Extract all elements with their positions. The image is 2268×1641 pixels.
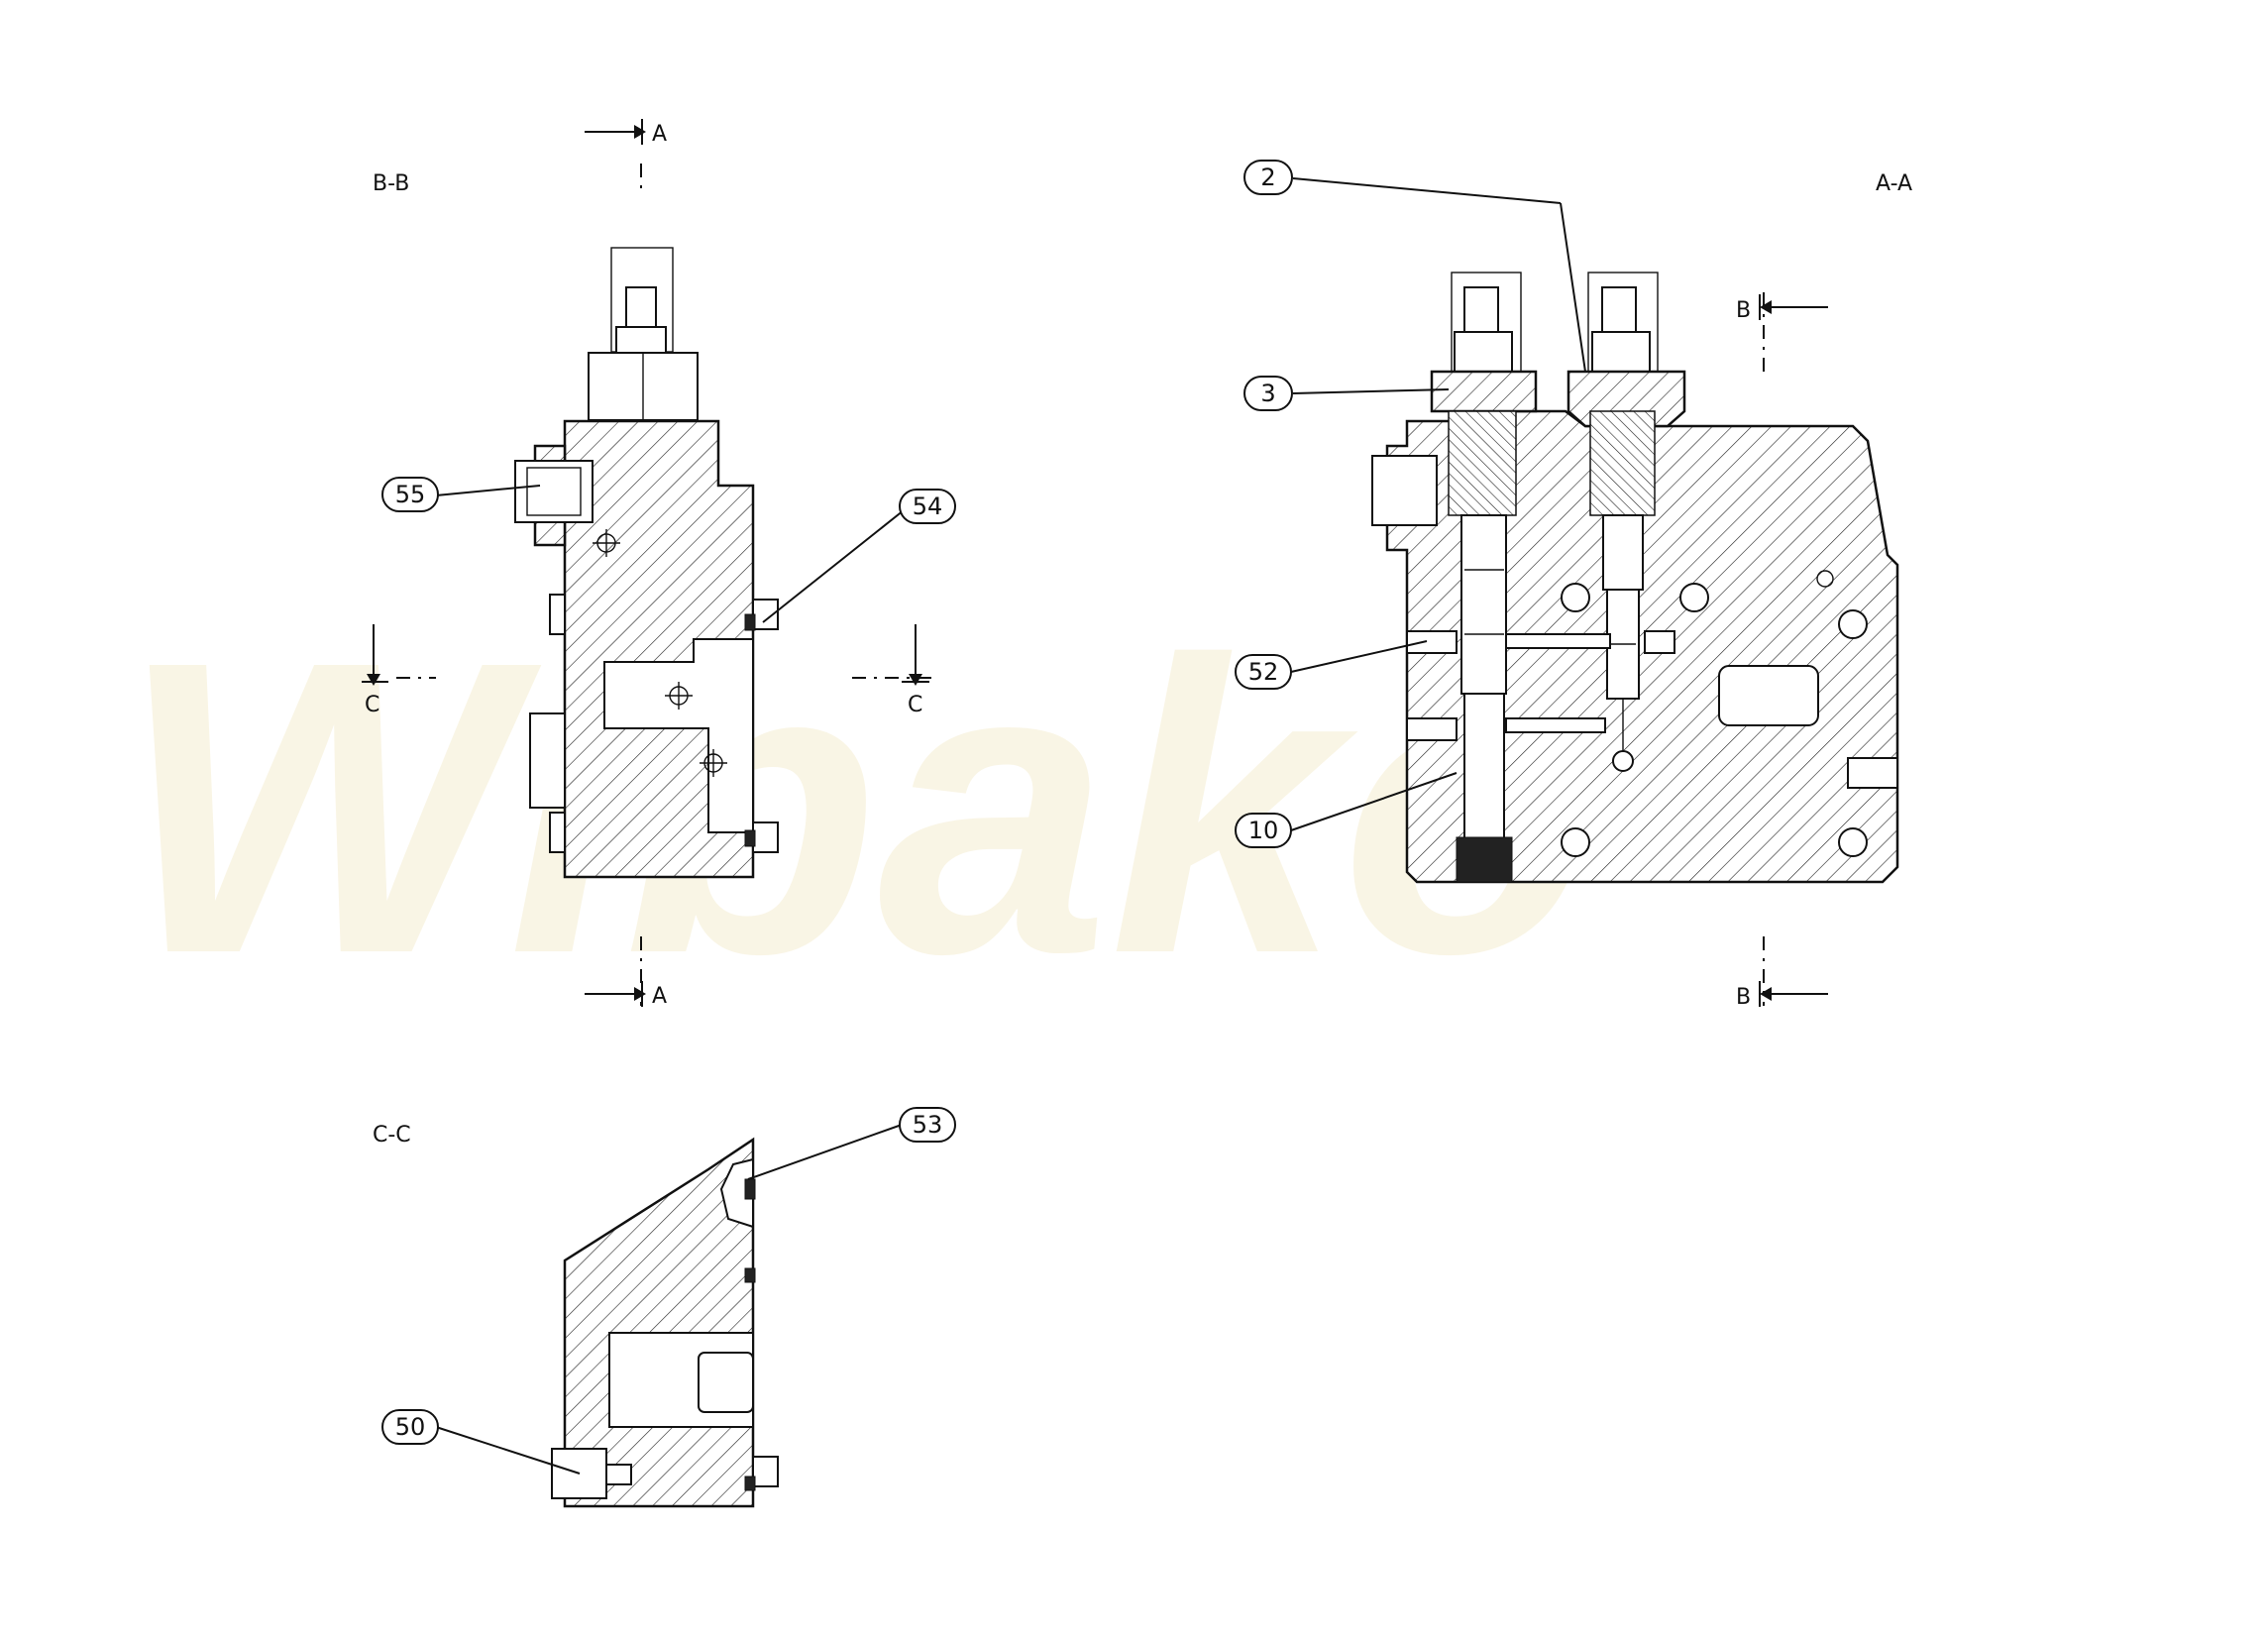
callout-55: 55: [381, 477, 439, 512]
callout-2: 2: [1243, 160, 1293, 195]
bb-port-plug: [514, 460, 594, 523]
callout-50: 50: [381, 1409, 439, 1445]
section-marker-c-right: C: [908, 693, 922, 717]
svg-text:2: 2: [1260, 164, 1275, 191]
section-marker-b-bottom: B: [1736, 985, 1751, 1010]
callout-54: 54: [899, 489, 956, 524]
view-aa: A-A: [1371, 171, 1912, 1010]
aa-body: [1385, 409, 1899, 884]
svg-text:10: 10: [1248, 817, 1279, 844]
section-marker-c-left: C: [365, 693, 379, 717]
section-marker-a-bottom: A: [652, 984, 667, 1009]
aa-cartridge-left: [1430, 272, 1538, 883]
callout-10: 10: [1235, 813, 1292, 848]
section-marker-b-top: B: [1736, 298, 1751, 323]
view-aa-title: A-A: [1876, 171, 1912, 196]
watermark: Wibako: [119, 576, 1595, 1040]
svg-text:3: 3: [1260, 380, 1275, 407]
svg-text:53: 53: [913, 1111, 943, 1139]
watermark-text: Wibako: [119, 576, 1595, 1040]
svg-text:52: 52: [1248, 658, 1279, 686]
svg-text:50: 50: [395, 1413, 426, 1441]
callout-52: 52: [1235, 654, 1292, 690]
bb-adjuster: [588, 247, 699, 421]
aa-cartridge-right: [1566, 272, 1686, 772]
view-cc: C-C: [373, 1123, 779, 1508]
svg-text:54: 54: [913, 492, 943, 520]
callouts: 55 54 2 3 52 10: [381, 160, 1586, 1475]
callout-3: 3: [1243, 376, 1293, 411]
callout-53: 53: [899, 1107, 956, 1143]
section-marker-a-top: A: [652, 122, 667, 147]
view-bb-title: B-B: [373, 171, 409, 196]
aa-left-port: [1371, 455, 1438, 526]
view-bb: B-B: [362, 119, 931, 1009]
aa-mounting-holes: [1561, 570, 1868, 857]
svg-text:55: 55: [395, 481, 426, 508]
view-cc-title: C-C: [373, 1123, 411, 1148]
aa-window: [1718, 665, 1819, 726]
